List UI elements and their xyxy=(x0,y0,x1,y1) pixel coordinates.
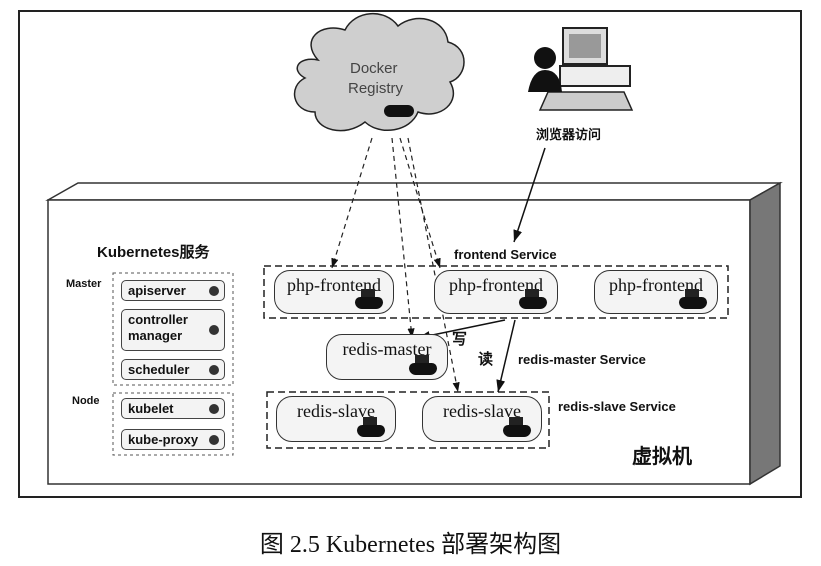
php-frontend-pod-1: php-frontend xyxy=(274,270,394,314)
docker-whale-icon xyxy=(384,105,414,117)
k8s-icon xyxy=(209,325,219,335)
redis-master-pod: redis-master xyxy=(326,334,448,380)
redis-slave-service-label: redis-slave Service xyxy=(558,399,676,414)
k8s-icon xyxy=(209,365,219,375)
vm-side-face xyxy=(749,181,781,486)
docker-whale-icon xyxy=(519,289,547,309)
master-group xyxy=(112,272,234,386)
frontend-service-group xyxy=(263,265,729,319)
php-frontend-pod-2: php-frontend xyxy=(434,270,558,314)
redis-slave-service-group xyxy=(266,391,550,449)
redis-slave-label: redis-slave xyxy=(297,401,375,421)
read-label: 读 xyxy=(478,351,494,368)
redis-slave-pod-2: redis-slave xyxy=(422,396,542,442)
k8s-icon xyxy=(209,435,219,445)
docker-whale-icon xyxy=(679,289,707,309)
php-frontend-pod-3: php-frontend xyxy=(594,270,718,314)
pull-arrow-php xyxy=(331,137,373,269)
kube-proxy-label: kube-proxy xyxy=(128,432,199,447)
kubelet-box: kubelet xyxy=(121,398,225,419)
pull-arrow-master xyxy=(391,137,415,339)
redis-master-label: redis-master xyxy=(342,339,432,359)
docker-whale-icon xyxy=(409,355,437,375)
controller-manager-box: controller manager xyxy=(121,309,225,351)
apiserver-box: apiserver xyxy=(121,280,225,301)
k8s-icon xyxy=(209,286,219,296)
frontend-service-label: frontend Service xyxy=(454,247,557,262)
browser-arrow xyxy=(513,147,546,243)
computer-icon xyxy=(528,27,634,111)
redis-master-service-label: redis-master Service xyxy=(518,352,646,367)
master-label: Master xyxy=(66,278,102,290)
php-frontend-label: php-frontend xyxy=(287,275,381,295)
docker-whale-icon xyxy=(355,289,383,309)
controller-manager-label: controller manager xyxy=(128,312,188,343)
apiserver-label: apiserver xyxy=(128,283,186,298)
scheduler-box: scheduler xyxy=(121,359,225,380)
figure-caption: 图 2.5 Kubernetes 部署架构图 xyxy=(259,532,562,558)
scheduler-label: scheduler xyxy=(128,362,190,377)
pull-arrow-slave xyxy=(407,137,460,393)
write-label: 写 xyxy=(452,331,468,348)
node-group xyxy=(112,392,234,456)
figure-frame xyxy=(18,10,802,498)
read-arrow xyxy=(496,319,516,393)
registry-label-2: Registry xyxy=(348,80,404,97)
php-frontend-label: php-frontend xyxy=(449,275,543,295)
cloud-shape xyxy=(293,12,465,132)
registry-label-1: Docker xyxy=(350,60,398,77)
docker-whale-icon xyxy=(503,417,531,437)
vm-top-face xyxy=(45,182,783,201)
php-frontend-label: php-frontend xyxy=(609,275,703,295)
vm-label: 虚拟机 xyxy=(632,446,692,468)
kubelet-label: kubelet xyxy=(128,401,174,416)
node-label: Node xyxy=(72,395,100,407)
kube-proxy-box: kube-proxy xyxy=(121,429,225,450)
browser-access-label: 浏览器访问 xyxy=(536,127,602,142)
k8s-icon xyxy=(209,404,219,414)
k8s-services-title: Kubernetes服务 xyxy=(97,244,210,261)
pull-arrow-php2 xyxy=(399,137,441,269)
redis-slave-pod-1: redis-slave xyxy=(276,396,396,442)
redis-slave-label: redis-slave xyxy=(443,401,521,421)
docker-whale-icon xyxy=(357,417,385,437)
